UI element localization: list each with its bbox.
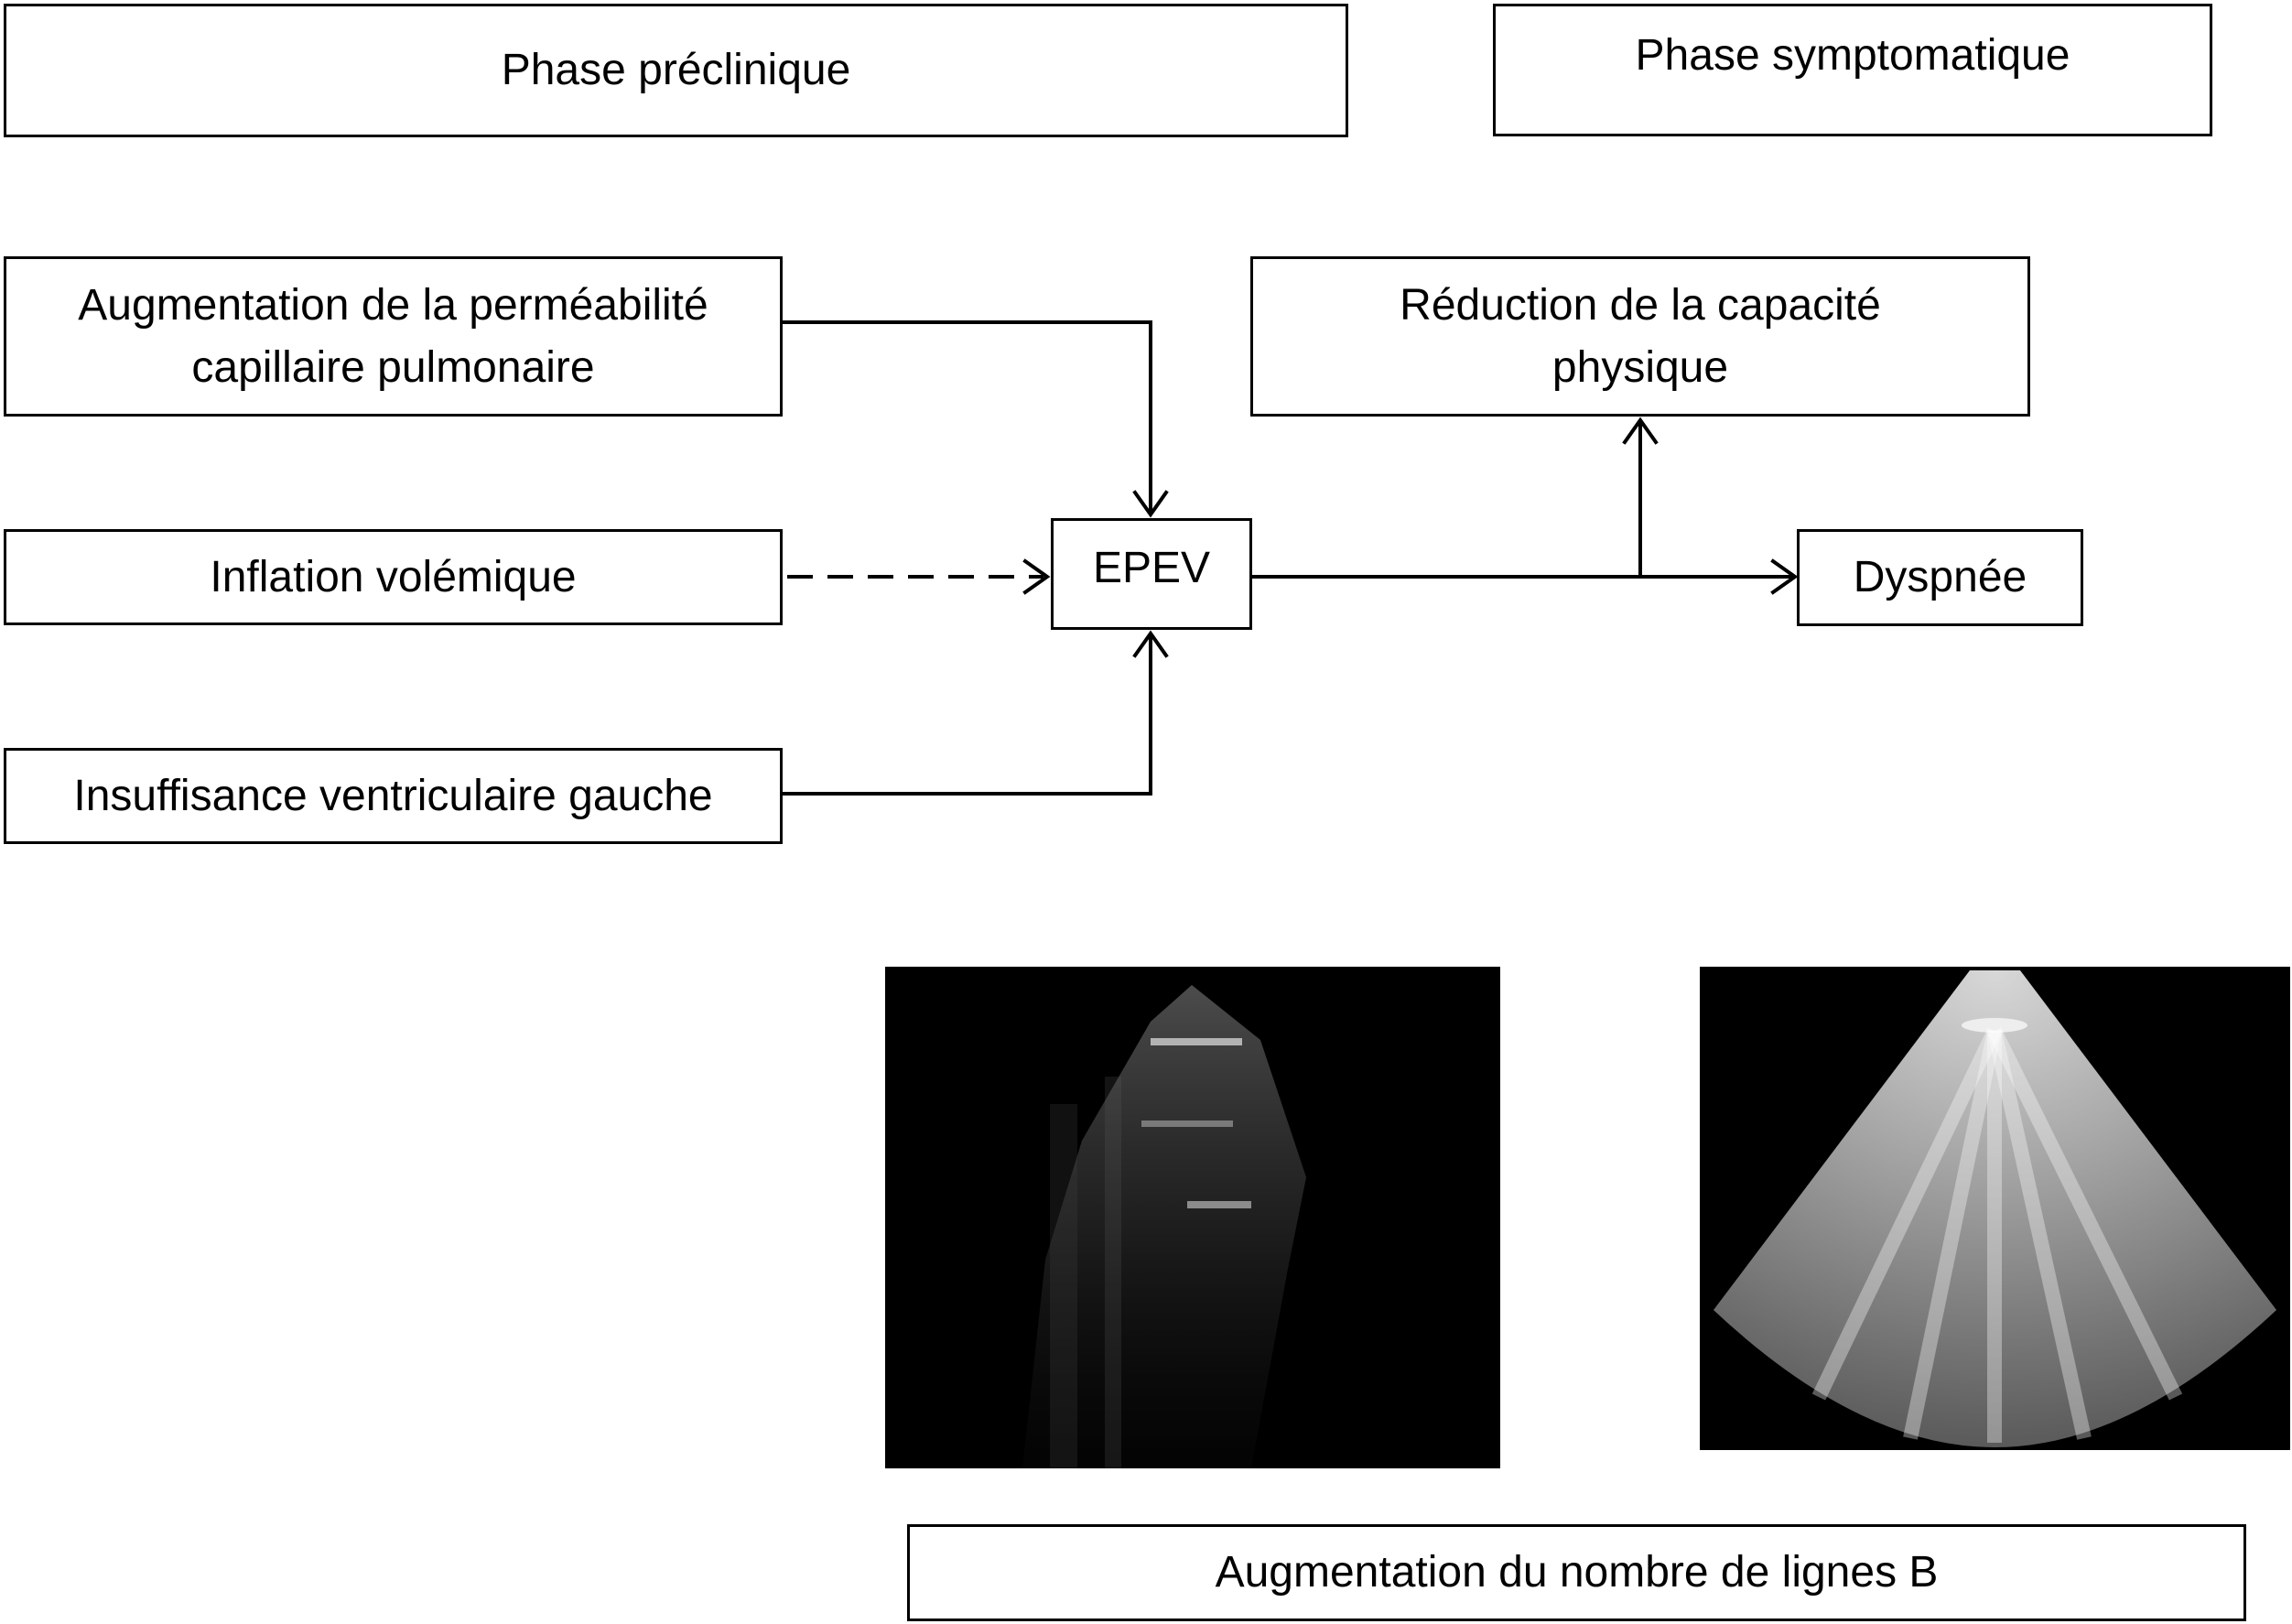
permeability-line-2: capillaire pulmonaire [191, 342, 595, 392]
ultrasound-image-b-lines [1700, 967, 2290, 1450]
symptomatic-phase-box: Phase symptomatique [1493, 4, 2212, 136]
b-lines-caption-box: Augmentation du nombre de lignes B [907, 1524, 2246, 1621]
volemic-inflation-box: Inflation volémique [4, 529, 783, 625]
capacity-reduction-box: Réduction de la capacité physique [1250, 256, 2030, 417]
epev-label: EPEV [1092, 544, 1211, 592]
permeability-line-1: Augmentation de la perméabilité [78, 281, 708, 330]
epev-box: EPEV [1051, 518, 1252, 630]
capacity-line-2: physique [1551, 342, 1729, 392]
ultrasound-image-normal [885, 967, 1500, 1468]
b-lines-caption: Augmentation du nombre de lignes B [1215, 1548, 1939, 1597]
symptomatic-phase-label: Phase symptomatique [1635, 31, 2070, 80]
capacity-line-1: Réduction de la capacité [1400, 281, 1881, 330]
preclinical-phase-box: Phase préclinique [4, 4, 1348, 137]
lv-failure-label: Insuffisance ventriculaire gauche [73, 771, 713, 820]
dyspnea-box: Dyspnée [1797, 529, 2083, 626]
permeability-box: Augmentation de la perméabilité capillai… [4, 256, 783, 417]
preclinical-phase-label: Phase préclinique [501, 46, 851, 95]
volemic-inflation-label: Inflation volémique [210, 552, 577, 601]
lv-failure-box: Insuffisance ventriculaire gauche [4, 748, 783, 844]
arrow-permeability-to-epev [781, 320, 1152, 514]
dyspnea-label: Dyspnée [1853, 553, 2027, 602]
arrow-lv-failure-to-epev [781, 633, 1152, 796]
